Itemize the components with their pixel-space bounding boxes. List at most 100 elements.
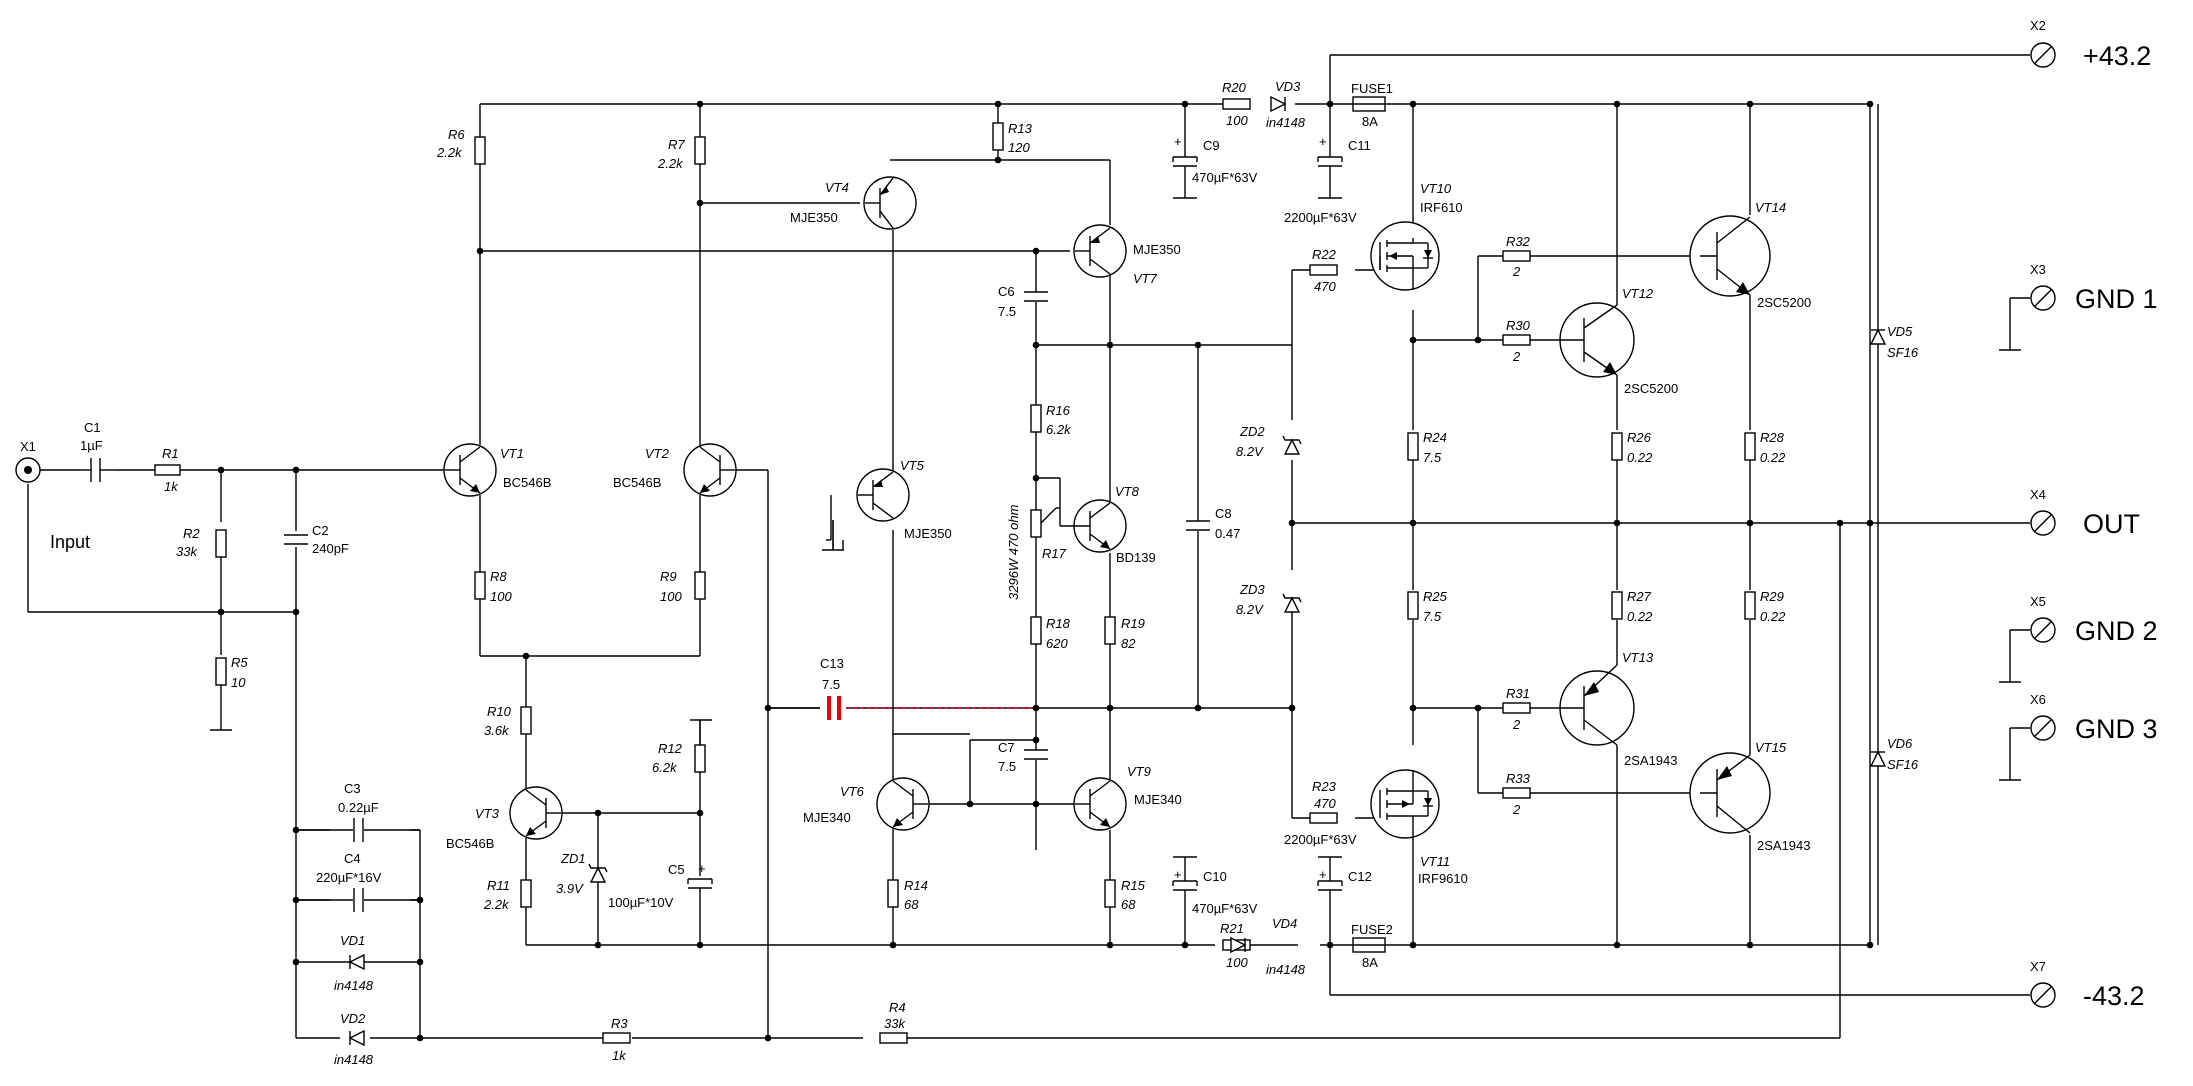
r1-value: 1k [164, 479, 179, 494]
r7-ref: R7 [668, 137, 685, 152]
zd3-value: 8.2V [1236, 602, 1264, 617]
vt1-transistor [443, 443, 497, 497]
r15-value: 68 [1121, 897, 1136, 912]
c8-ref: C8 [1215, 506, 1232, 521]
c3-capacitor [296, 818, 420, 842]
r13-resistor [992, 122, 1004, 151]
vd1-diode [348, 953, 365, 971]
vt15-ref: VT15 [1755, 740, 1787, 755]
vt6-ref: VT6 [840, 784, 865, 799]
r10-ref: R10 [487, 704, 512, 719]
r31-value: 2 [1512, 717, 1521, 732]
c5-ref: C5 [668, 862, 685, 877]
r9-value: 100 [660, 589, 682, 604]
r4-ref: R4 [889, 1000, 906, 1015]
c7-ref: C7 [998, 740, 1015, 755]
r7-value: 2.2k [657, 156, 684, 171]
r2-resistor [215, 529, 227, 558]
vd4-diode [1230, 936, 1247, 954]
vt10-value: IRF610 [1420, 200, 1463, 215]
vt7-ref: VT7 [1133, 271, 1158, 286]
r25-value: 7.5 [1423, 609, 1442, 624]
c1-capacitor [80, 458, 115, 482]
r23-value: 470 [1314, 796, 1336, 811]
r32-resistor [1502, 250, 1531, 262]
r4-resistor [879, 1032, 908, 1044]
vt6-value: MJE340 [803, 810, 851, 825]
r3-ref: R3 [611, 1016, 628, 1031]
vd2-diode [348, 1029, 365, 1047]
c10-capacitor [1172, 856, 1198, 945]
r14-resistor [887, 879, 899, 908]
vt13-ref: VT13 [1622, 650, 1654, 665]
fuse2-ref: FUSE2 [1351, 922, 1393, 937]
r16-resistor [1030, 404, 1042, 433]
r13-ref: R13 [1008, 121, 1033, 136]
c5-capacitor [687, 876, 713, 889]
r24-resistor [1407, 432, 1419, 461]
x1-input-jack [15, 457, 41, 483]
c5-value: 100µF*10V [608, 895, 674, 910]
r22-resistor [1309, 264, 1338, 276]
r10-value: 3.6k [484, 723, 510, 738]
c4-capacitor [296, 888, 420, 912]
r4-value: 33k [884, 1016, 906, 1031]
r30-ref: R30 [1506, 318, 1531, 333]
r12-resistor [694, 744, 706, 773]
vt3-ref: VT3 [475, 806, 500, 821]
vt6-transistor [876, 777, 930, 831]
r8-ref: R8 [490, 569, 507, 584]
vt9-transistor [1073, 777, 1127, 831]
fuse1-value: 8A [1362, 114, 1378, 129]
vd6-ref: VD6 [1887, 736, 1913, 751]
c6-value: 7.5 [998, 304, 1016, 319]
vt4-value: MJE350 [790, 210, 838, 225]
c9-capacitor [1172, 104, 1198, 199]
r6-value: 2.2k [436, 145, 463, 160]
junctions [217, 100, 1874, 1042]
c8-value: 0.47 [1215, 526, 1240, 541]
c12-value: 2200µF*63V [1284, 832, 1357, 847]
c11-capacitor [1317, 104, 1343, 199]
vt4-transistor [863, 176, 917, 230]
svg-text:+: + [1174, 134, 1182, 149]
x7-terminal [2030, 982, 2056, 1008]
r30-resistor [1502, 334, 1531, 346]
vt11-mosfet [1370, 769, 1440, 840]
r26-resistor [1611, 432, 1623, 461]
r5-resistor [215, 657, 227, 686]
r33-value: 2 [1512, 802, 1521, 817]
x6-label: GND 3 [2075, 714, 2158, 744]
r28-value: 0.22 [1760, 450, 1786, 465]
c11-value: 2200µF*63V [1284, 210, 1357, 225]
c11-ref: C11 [1348, 138, 1371, 153]
c6-capacitor [1024, 291, 1048, 302]
vt3-value: BC546B [446, 836, 494, 851]
vt14-value: 2SC5200 [1757, 295, 1811, 310]
c10-ref: C10 [1203, 869, 1227, 884]
zd3-ref: ZD3 [1239, 582, 1265, 597]
vt8-transistor [1060, 499, 1127, 553]
vd4-value: in4148 [1266, 962, 1306, 977]
x4-ref: X4 [2030, 487, 2046, 502]
r29-value: 0.22 [1760, 609, 1786, 624]
c1-value: 1µF [80, 438, 103, 453]
vt10-ref: VT10 [1420, 181, 1452, 196]
capacitors [80, 104, 1343, 945]
r6-resistor [474, 136, 486, 165]
c13-capacitor: C13 7.5 [820, 656, 1036, 720]
r29-resistor [1744, 591, 1756, 620]
vt7-value: MJE350 [1133, 242, 1181, 257]
r8-resistor [474, 571, 486, 600]
c13-ref: C13 [820, 656, 844, 671]
c2-capacitor [284, 534, 308, 545]
r17-potentiometer [1030, 507, 1060, 538]
r3-resistor [602, 1032, 631, 1044]
r21-ref: R21 [1220, 921, 1244, 936]
vt12-transistor [1559, 302, 1635, 378]
vd3-ref: VD3 [1275, 79, 1301, 94]
c4-ref: C4 [344, 851, 361, 866]
zd2-zener [1282, 435, 1302, 455]
vt1-ref: VT1 [500, 446, 524, 461]
r11-ref: R11 [487, 878, 510, 893]
